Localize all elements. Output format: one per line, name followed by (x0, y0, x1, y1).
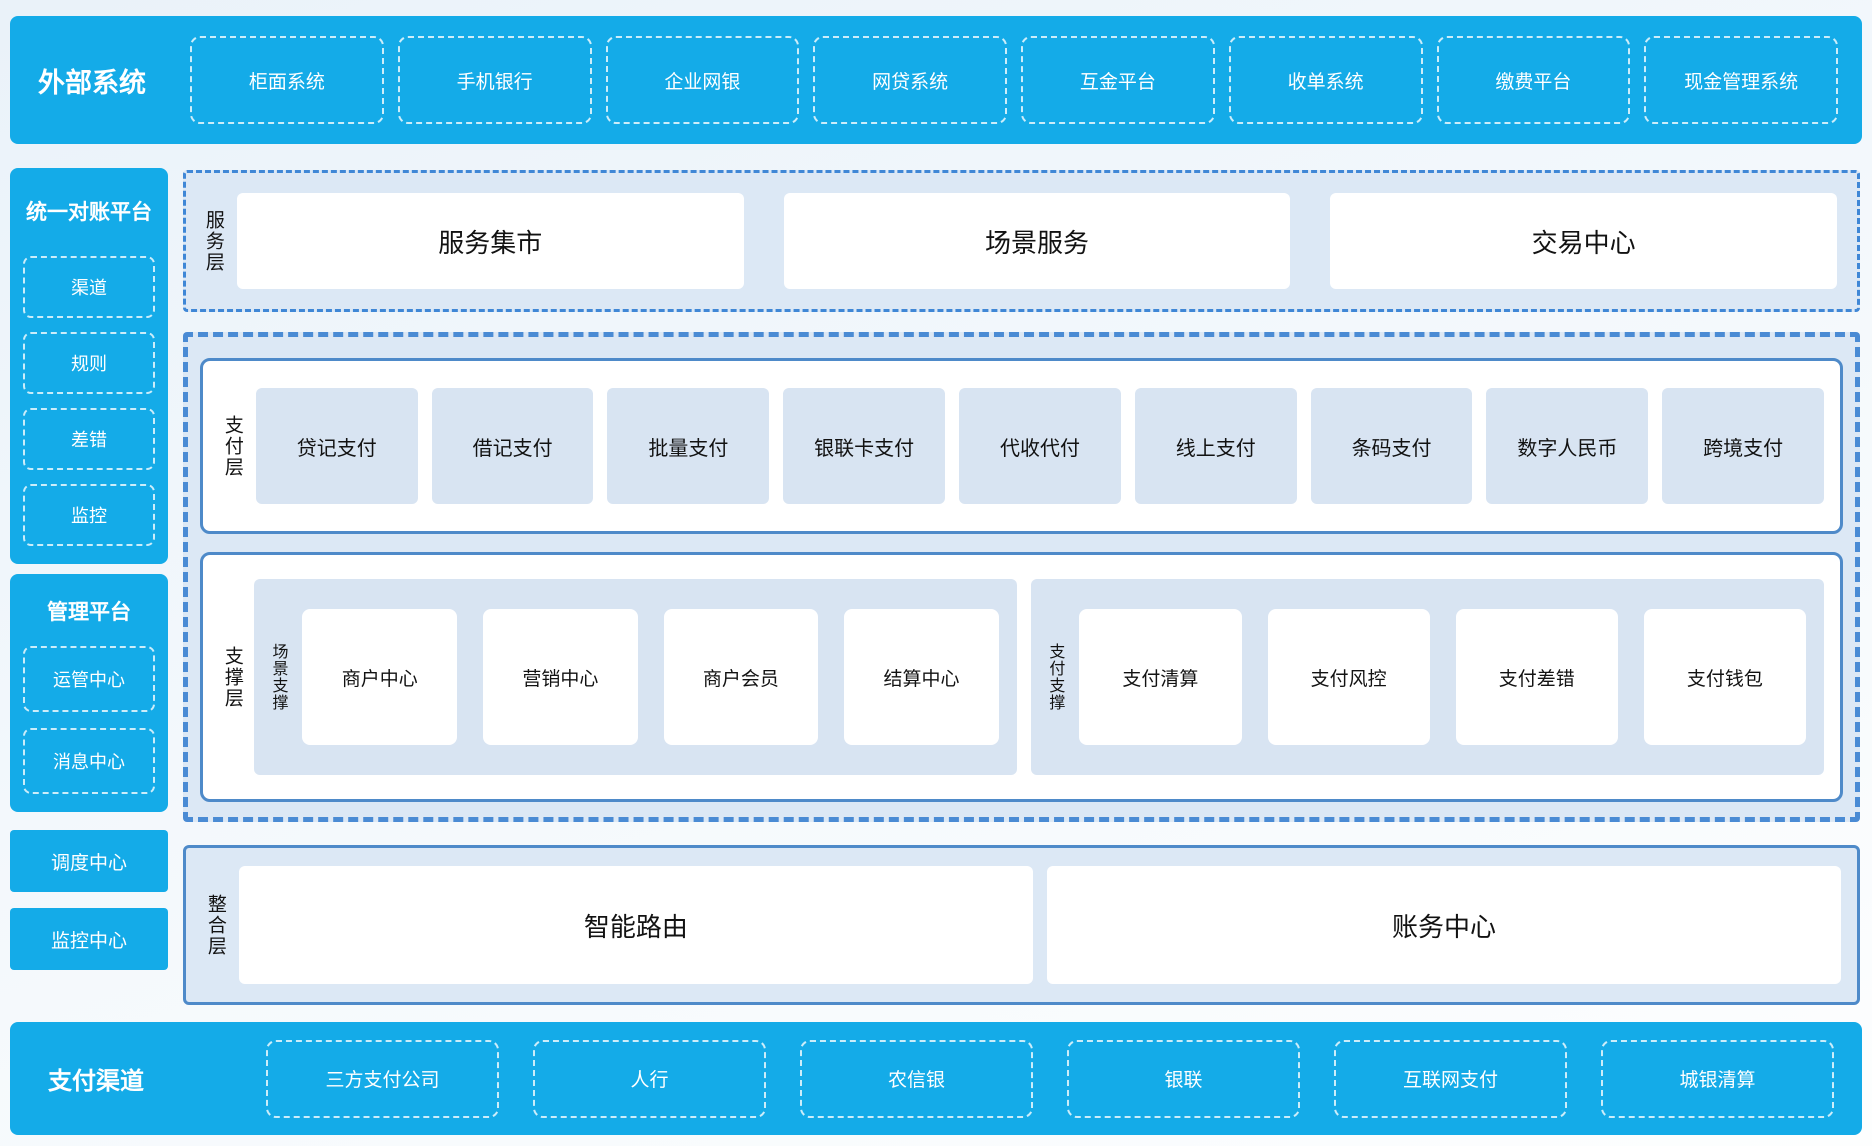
payment-layer: 支付层 贷记支付 借记支付 批量支付 银联卡支付 代收代付 线上支付 条码支付 … (200, 358, 1843, 534)
external-system-internet-finance: 互金平台 (1021, 36, 1215, 124)
service-market-box: 服务集市 (236, 193, 744, 289)
management-item-operations-center: 运管中心 (23, 646, 155, 712)
channel-internet-payment: 互联网支付 (1334, 1039, 1567, 1118)
payment-channels-title: 支付渠道 (48, 1068, 144, 1095)
external-systems-title: 外部系统 (38, 67, 146, 98)
channel-third-party-payment: 三方支付公司 (266, 1039, 499, 1118)
merchant-center-box: 商户中心 (302, 609, 458, 745)
cross-border-payment-box: 跨境支付 (1662, 388, 1825, 504)
payment-error-box: 支付差错 (1455, 609, 1618, 745)
dispatch-center-block: 调度中心 (10, 830, 168, 892)
batch-payment-box: 批量支付 (607, 388, 770, 504)
integration-layer-items: 智能路由 账务中心 (238, 866, 1842, 984)
merchant-member-box: 商户会员 (663, 609, 819, 745)
payment-clearing-box: 支付清算 (1079, 609, 1242, 745)
payment-layer-items: 贷记支付 借记支付 批量支付 银联卡支付 代收代付 线上支付 条码支付 数字人民… (255, 388, 1825, 504)
payment-channels-items: 三方支付公司 人行 农信银 银联 互联网支付 城银清算 (266, 1039, 1834, 1118)
payment-support-items: 支付清算 支付风控 支付差错 支付钱包 (1079, 609, 1807, 745)
integration-layer-label: 整合层 (204, 893, 226, 957)
left-sidebar: 统一对账平台 渠道 规则 差错 监控 管理平台 运管中心 消息中心 调度中心 监… (10, 168, 168, 970)
integration-layer: 整合层 智能路由 账务中心 (183, 845, 1860, 1005)
support-layer: 支撑层 场景支撑 商户中心 营销中心 商户会员 结算中心 支付支撑 支付清算 支… (200, 552, 1843, 802)
reconciliation-item-channel: 渠道 (23, 256, 155, 318)
management-platform-block: 管理平台 运管中心 消息中心 (10, 574, 168, 812)
architecture-main: 服务层 服务集市 场景服务 交易中心 支付层 贷记支付 借记支付 批量支付 银联… (183, 170, 1860, 1005)
external-systems-bar: 外部系统 柜面系统 手机银行 企业网银 网贷系统 互金平台 收单系统 缴费平台 … (10, 16, 1862, 144)
channel-unionpay: 银联 (1067, 1039, 1300, 1118)
transaction-center-box: 交易中心 (1330, 193, 1837, 289)
barcode-payment-box: 条码支付 (1310, 388, 1473, 504)
management-platform-title: 管理平台 (47, 601, 131, 624)
payment-support-label: 支付支撑 (1046, 643, 1064, 711)
external-system-online-loan: 网贷系统 (813, 36, 1007, 124)
payment-layer-label: 支付层 (221, 414, 243, 478)
scenario-support-group: 场景支撑 商户中心 营销中心 商户会员 结算中心 (253, 579, 1017, 775)
reconciliation-platform-title: 统一对账平台 (26, 201, 152, 224)
online-payment-box: 线上支付 (1134, 388, 1297, 504)
payment-channels-bar: 支付渠道 三方支付公司 人行 农信银 银联 互联网支付 城银清算 (10, 1022, 1862, 1135)
reconciliation-item-errors: 差错 (23, 408, 155, 470)
accounting-center-box: 账务中心 (1046, 866, 1842, 984)
external-system-corporate-ebank: 企业网银 (605, 36, 800, 124)
debit-payment-box: 借记支付 (431, 388, 594, 504)
core-layers-container: 支付层 贷记支付 借记支付 批量支付 银联卡支付 代收代付 线上支付 条码支付 … (183, 332, 1860, 822)
scenario-service-box: 场景服务 (783, 193, 1291, 289)
channel-city-bank-clearing: 城银清算 (1601, 1039, 1834, 1118)
external-system-acquiring: 收单系统 (1228, 36, 1423, 124)
reconciliation-items: 渠道 规则 差错 监控 (23, 256, 155, 546)
external-systems-items: 柜面系统 手机银行 企业网银 网贷系统 互金平台 收单系统 缴费平台 现金管理系… (190, 36, 1838, 124)
digital-rmb-box: 数字人民币 (1486, 388, 1649, 504)
unionpay-card-payment-box: 银联卡支付 (783, 388, 946, 504)
payment-risk-control-box: 支付风控 (1267, 609, 1430, 745)
scenario-support-items: 商户中心 营销中心 商户会员 结算中心 (302, 609, 999, 745)
credit-payment-box: 贷记支付 (255, 388, 418, 504)
channel-rural-credit-bank: 农信银 (800, 1039, 1033, 1118)
reconciliation-platform-block: 统一对账平台 渠道 规则 差错 监控 (10, 168, 168, 564)
service-layer-label: 服务层 (202, 209, 224, 273)
channel-pboc: 人行 (533, 1039, 766, 1118)
management-item-message-center: 消息中心 (23, 728, 155, 794)
support-layer-groups: 场景支撑 商户中心 营销中心 商户会员 结算中心 支付支撑 支付清算 支付风控 … (253, 579, 1824, 775)
support-layer-label: 支撑层 (221, 645, 243, 709)
service-layer-items: 服务集市 场景服务 交易中心 (236, 193, 1837, 289)
collection-agency-box: 代收代付 (959, 388, 1121, 504)
reconciliation-item-monitoring: 监控 (23, 484, 155, 546)
monitoring-center-block: 监控中心 (10, 908, 168, 970)
settlement-center-box: 结算中心 (844, 609, 999, 745)
management-items: 运管中心 消息中心 (23, 646, 155, 794)
external-system-counter: 柜面系统 (190, 36, 384, 124)
smart-routing-box: 智能路由 (238, 866, 1033, 984)
service-layer: 服务层 服务集市 场景服务 交易中心 (183, 170, 1860, 312)
marketing-center-box: 营销中心 (483, 609, 638, 745)
payment-support-group: 支付支撑 支付清算 支付风控 支付差错 支付钱包 (1030, 579, 1824, 775)
payment-wallet-box: 支付钱包 (1643, 609, 1807, 745)
reconciliation-item-rules: 规则 (23, 332, 155, 394)
external-system-fee-payment: 缴费平台 (1436, 36, 1631, 124)
external-system-mobile-banking: 手机银行 (397, 36, 592, 124)
scenario-support-label: 场景支撑 (269, 643, 287, 711)
external-system-cash-management: 现金管理系统 (1644, 36, 1838, 124)
